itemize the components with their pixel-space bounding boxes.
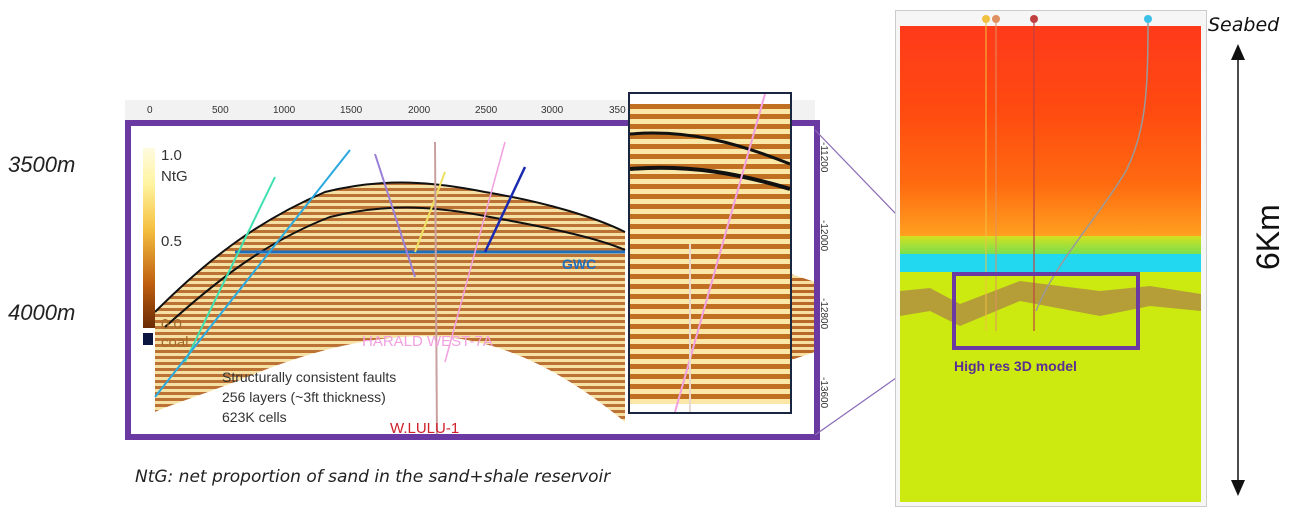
- scale-label: 6Km: [1250, 204, 1286, 270]
- axis-tick: 2000: [408, 105, 431, 116]
- high-res-label: High res 3D model: [954, 358, 1077, 374]
- legend-mid-label: 0.5: [161, 233, 182, 250]
- zoom-inset: [628, 92, 792, 414]
- axis-tick: 3000: [541, 105, 564, 116]
- axis-tick: 2500: [475, 105, 498, 116]
- transition-layer: [900, 236, 1201, 254]
- depth-label-top: 3500m: [8, 152, 76, 177]
- legend-min-label: 0.0: [161, 316, 182, 333]
- well-label-harald-west: HARALD WEST-7A: [362, 333, 493, 350]
- gwc-label: GWC: [562, 256, 597, 272]
- high-res-box: [952, 272, 1140, 350]
- seabed-label: Seabed: [1208, 14, 1280, 36]
- axis-tick: 350: [609, 105, 626, 116]
- coal-swatch: [143, 333, 153, 345]
- cross-section-graphic: [154, 141, 815, 440]
- overburden-layer: [900, 26, 1201, 236]
- legend-max-label: 1.0: [161, 147, 182, 164]
- note-cells: 623K cells: [222, 409, 287, 425]
- axis-tick: 500: [212, 105, 229, 116]
- axis-tick: 1500: [340, 105, 363, 116]
- well-label-lulu: W.LULU-1: [390, 420, 460, 437]
- cyan-band: [900, 254, 1201, 272]
- inset-strata: [630, 94, 790, 412]
- scale-arrow: [1231, 44, 1245, 496]
- note-faults: Structurally consistent faults: [222, 369, 397, 385]
- model-wells: [982, 15, 1152, 331]
- axis-tick: 1000: [273, 105, 296, 116]
- model-frame: [125, 120, 820, 440]
- model-panel: High res 3D model: [895, 10, 1207, 507]
- ntg-colorbar: [143, 148, 155, 328]
- cross-section-panel: 0 500 1000 1500 2000 2500 3000 350: [125, 92, 829, 445]
- legend-title: NtG: [161, 168, 188, 185]
- legend-coal-label: coal: [161, 334, 189, 351]
- note-layers: 256 layers (~3ft thickness): [222, 389, 386, 405]
- figure-caption: NtG: net proportion of sand in the sand+…: [135, 467, 611, 487]
- depth-label-bottom: 4000m: [8, 300, 76, 325]
- axis-tick: 0: [147, 105, 153, 116]
- reservoir-structure: [900, 281, 1201, 326]
